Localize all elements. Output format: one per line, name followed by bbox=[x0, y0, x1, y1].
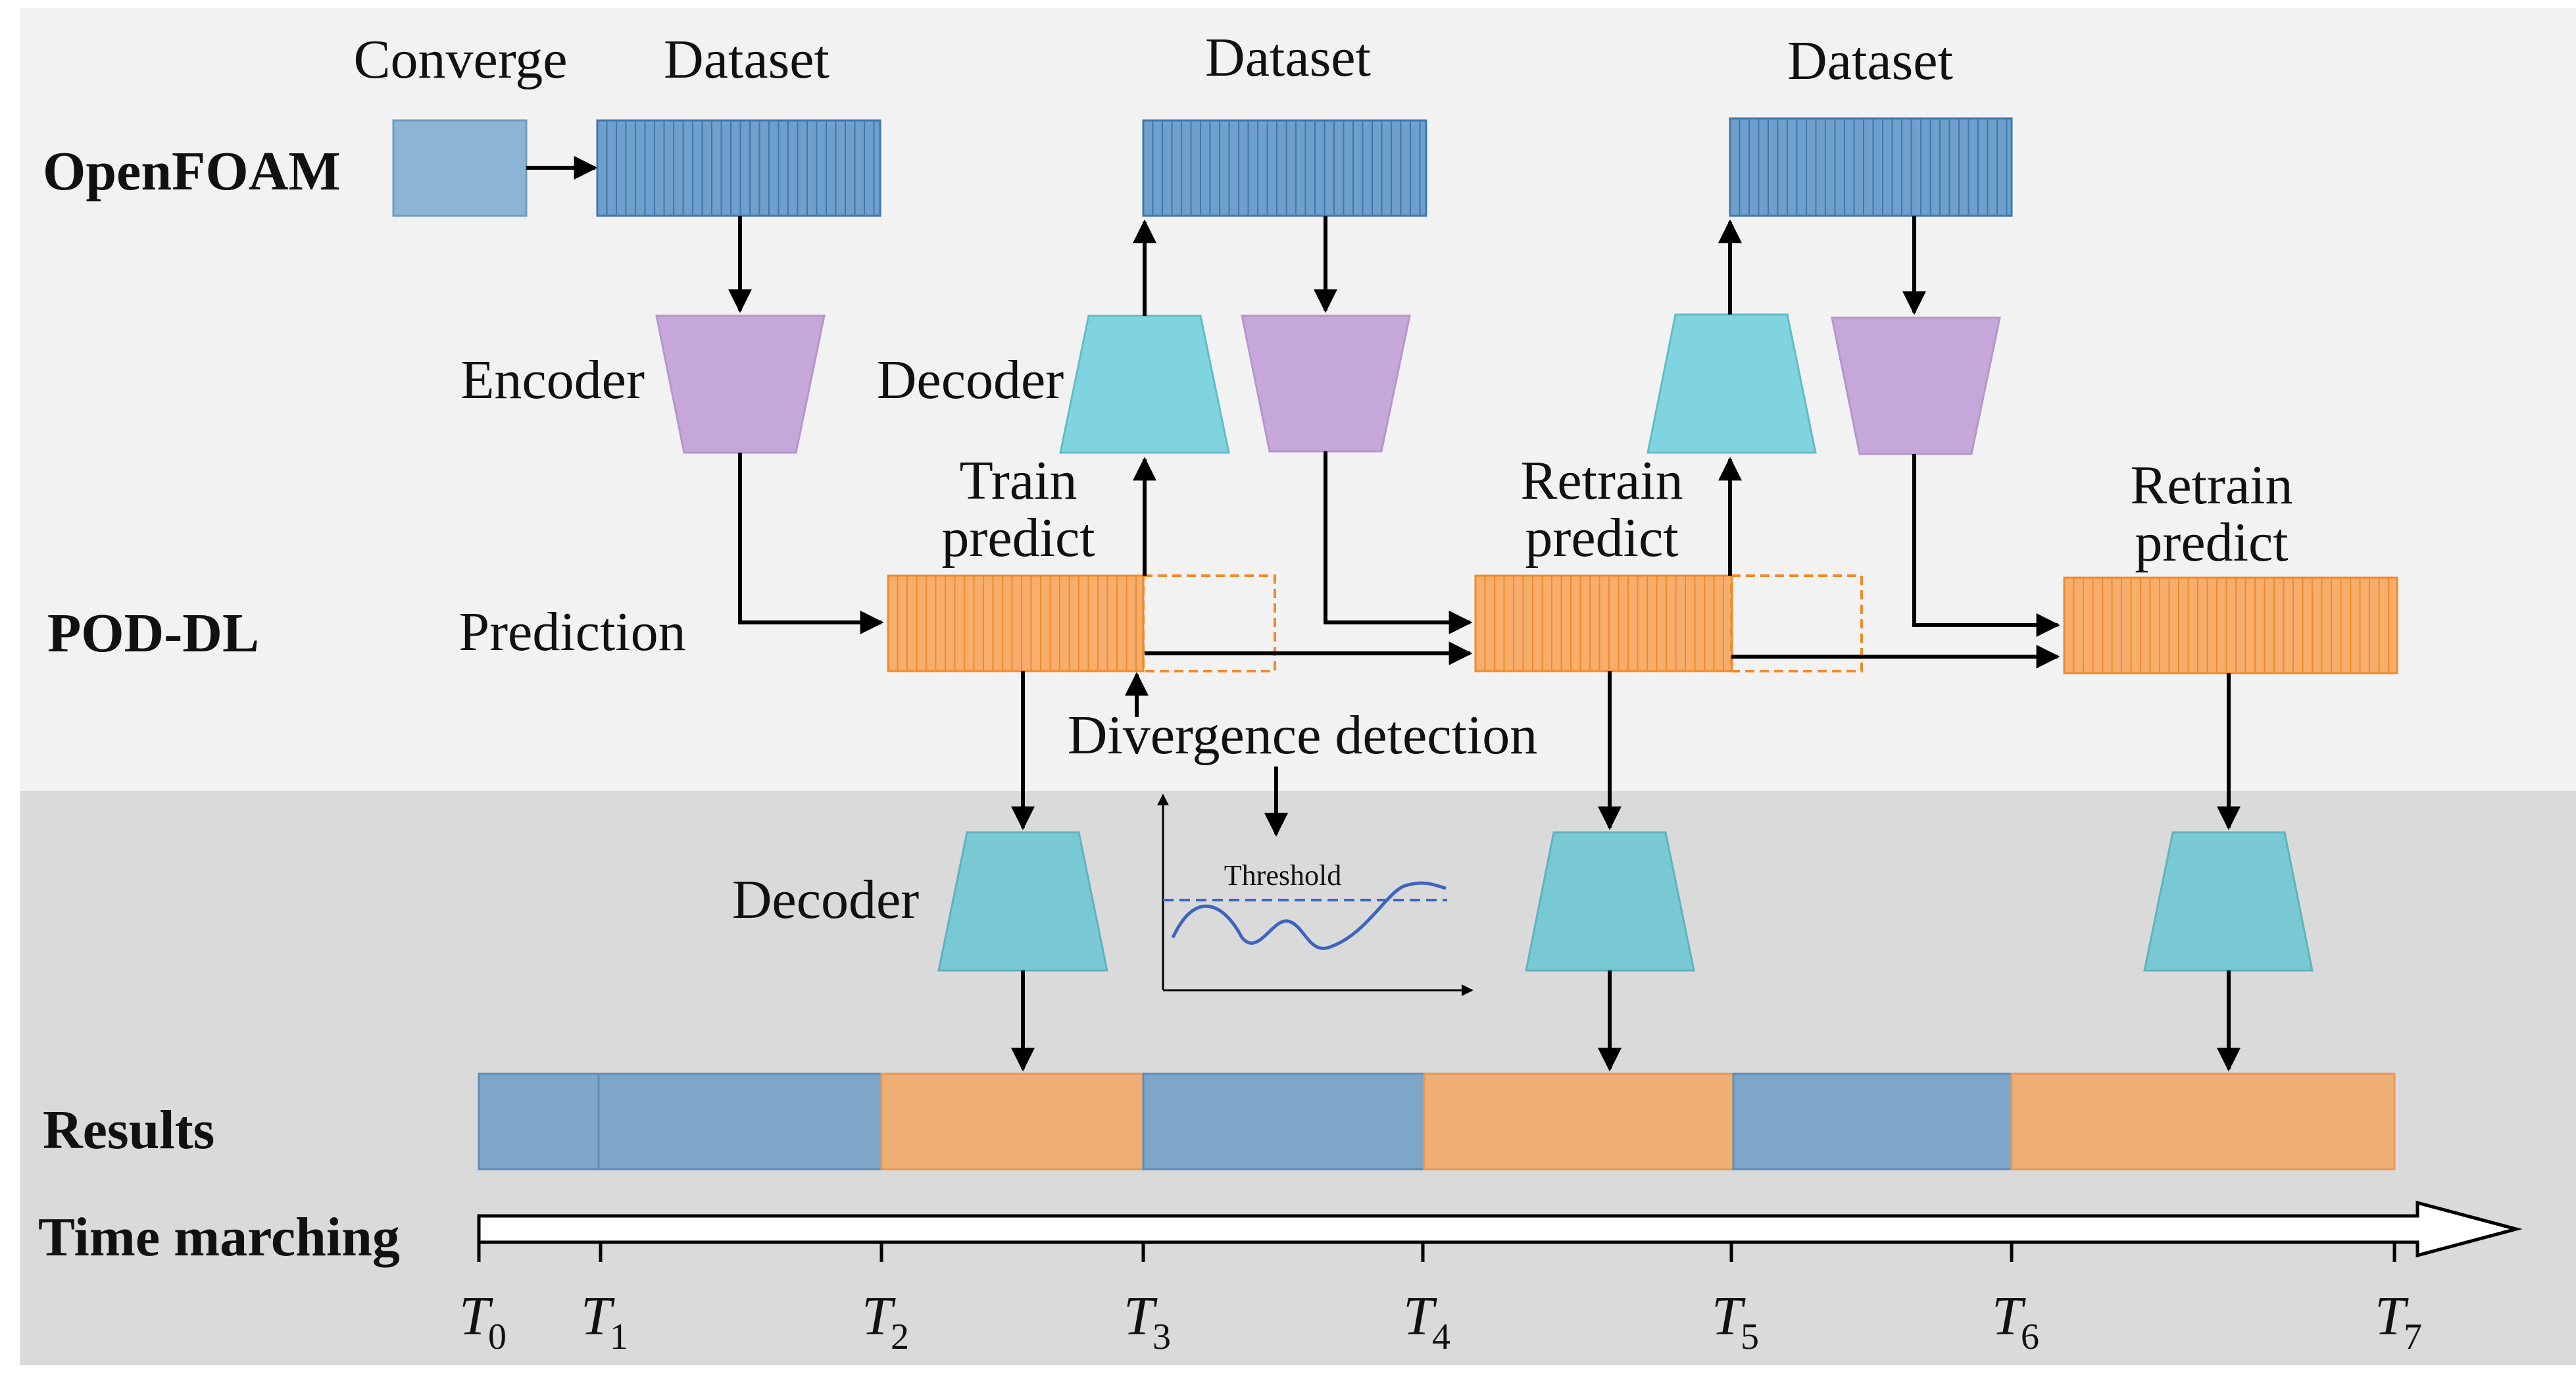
dataset-3-body bbox=[1729, 117, 2013, 217]
converge-block bbox=[392, 119, 528, 217]
retrain-predict-1-line2: predict bbox=[1525, 507, 1678, 568]
dataset-label-3: Dataset bbox=[1787, 30, 1953, 91]
train-predict-label-line2: predict bbox=[941, 507, 1095, 568]
converge-label: Converge bbox=[353, 29, 567, 90]
dataset-block-1 bbox=[596, 119, 881, 217]
error-curve bbox=[1171, 881, 1447, 950]
decoder-label-bottom: Decoder bbox=[732, 869, 920, 930]
time-tick-subscript: 5 bbox=[1741, 1317, 1759, 1357]
decoder-top-1 bbox=[1059, 315, 1230, 454]
row-label-results: Results bbox=[43, 1099, 214, 1161]
time-tick-subscript: 7 bbox=[2404, 1317, 2422, 1357]
encoder-label: Encoder bbox=[460, 349, 645, 411]
prediction-block-1 bbox=[887, 574, 1145, 672]
time-tick-label: T bbox=[2375, 1286, 2409, 1347]
decoder-label-top: Decoder bbox=[877, 349, 1064, 411]
decoder-bottom-3 bbox=[2143, 831, 2314, 972]
row-label-time-marching: Time marching bbox=[38, 1207, 400, 1268]
arrow-encoder3-pred3 bbox=[1912, 454, 2060, 637]
divergence-window-1 bbox=[1142, 574, 1276, 672]
time-tick-subscript: 6 bbox=[2021, 1317, 2039, 1357]
time-arrow-shape bbox=[477, 1200, 2523, 1258]
time-tick-label: T bbox=[1992, 1286, 2026, 1347]
decoder-top-2 bbox=[1647, 313, 1817, 454]
time-tick-label: T bbox=[1403, 1286, 1437, 1347]
dataset-label-1: Dataset bbox=[664, 29, 830, 90]
retrain-predict-2-line1: Retrain bbox=[2130, 455, 2292, 516]
train-predict-label-line1: Train bbox=[960, 450, 1077, 511]
encoder-3 bbox=[1831, 316, 2001, 455]
arrow-encoder2-pred2 bbox=[1324, 451, 1473, 634]
pred-1-body bbox=[887, 574, 1145, 672]
results-segment-openfoam bbox=[1732, 1072, 2013, 1171]
time-tick-label: T bbox=[459, 1286, 493, 1347]
prediction-label: Prediction bbox=[458, 601, 685, 663]
retrain-predict-1-line1: Retrain bbox=[1520, 450, 1683, 511]
time-tick-label: T bbox=[581, 1286, 615, 1347]
pred-3-body bbox=[2063, 576, 2398, 674]
time-tick-label: T bbox=[1124, 1286, 1158, 1347]
divergence-detection-label: Divergence detection bbox=[1068, 705, 1537, 766]
time-tick-label: T bbox=[1712, 1286, 1746, 1347]
results-bar bbox=[478, 1072, 2396, 1171]
pred-2-body bbox=[1474, 574, 1733, 672]
time-tick-label: T bbox=[862, 1286, 896, 1347]
results-segment-pod-dl bbox=[1423, 1072, 1735, 1171]
decoder-bottom-2 bbox=[1525, 831, 1695, 972]
results-segment-openfoam bbox=[478, 1072, 600, 1171]
results-segment-pod-dl bbox=[880, 1072, 1145, 1171]
row-label-pod-dl: POD-DL bbox=[47, 603, 259, 664]
time-tick-subscript: 0 bbox=[488, 1317, 507, 1357]
time-marching-arrow bbox=[477, 1200, 2523, 1258]
dataset-block-3 bbox=[1729, 117, 2013, 217]
threshold-label: Threshold bbox=[1224, 859, 1341, 892]
dataset-label-2: Dataset bbox=[1205, 27, 1371, 88]
divergence-plot: Threshold bbox=[1157, 793, 1474, 996]
results-segment-openfoam bbox=[1142, 1072, 1425, 1171]
results-segment-pod-dl bbox=[2010, 1072, 2396, 1171]
encoder-2 bbox=[1241, 315, 1411, 453]
decoder-bottom-1 bbox=[937, 831, 1108, 972]
arrow-encoder1-pred1 bbox=[738, 453, 884, 634]
row-label-openfoam: OpenFOAM bbox=[43, 141, 341, 202]
results-segment-openfoam bbox=[597, 1072, 883, 1171]
dataset-1-body bbox=[596, 119, 881, 217]
dataset-2-body bbox=[1142, 119, 1427, 217]
time-tick-subscript: 3 bbox=[1152, 1317, 1171, 1357]
encoder-1 bbox=[655, 315, 826, 454]
retrain-predict-2-line2: predict bbox=[2135, 512, 2288, 573]
time-tick-subscript: 4 bbox=[1432, 1317, 1450, 1357]
time-tick-subscript: 2 bbox=[891, 1317, 909, 1357]
time-tick-subscript: 1 bbox=[610, 1317, 628, 1357]
prediction-block-3 bbox=[2063, 576, 2398, 674]
dataset-block-2 bbox=[1142, 119, 1427, 217]
prediction-block-2 bbox=[1474, 574, 1733, 672]
divergence-window-2 bbox=[1730, 574, 1863, 672]
